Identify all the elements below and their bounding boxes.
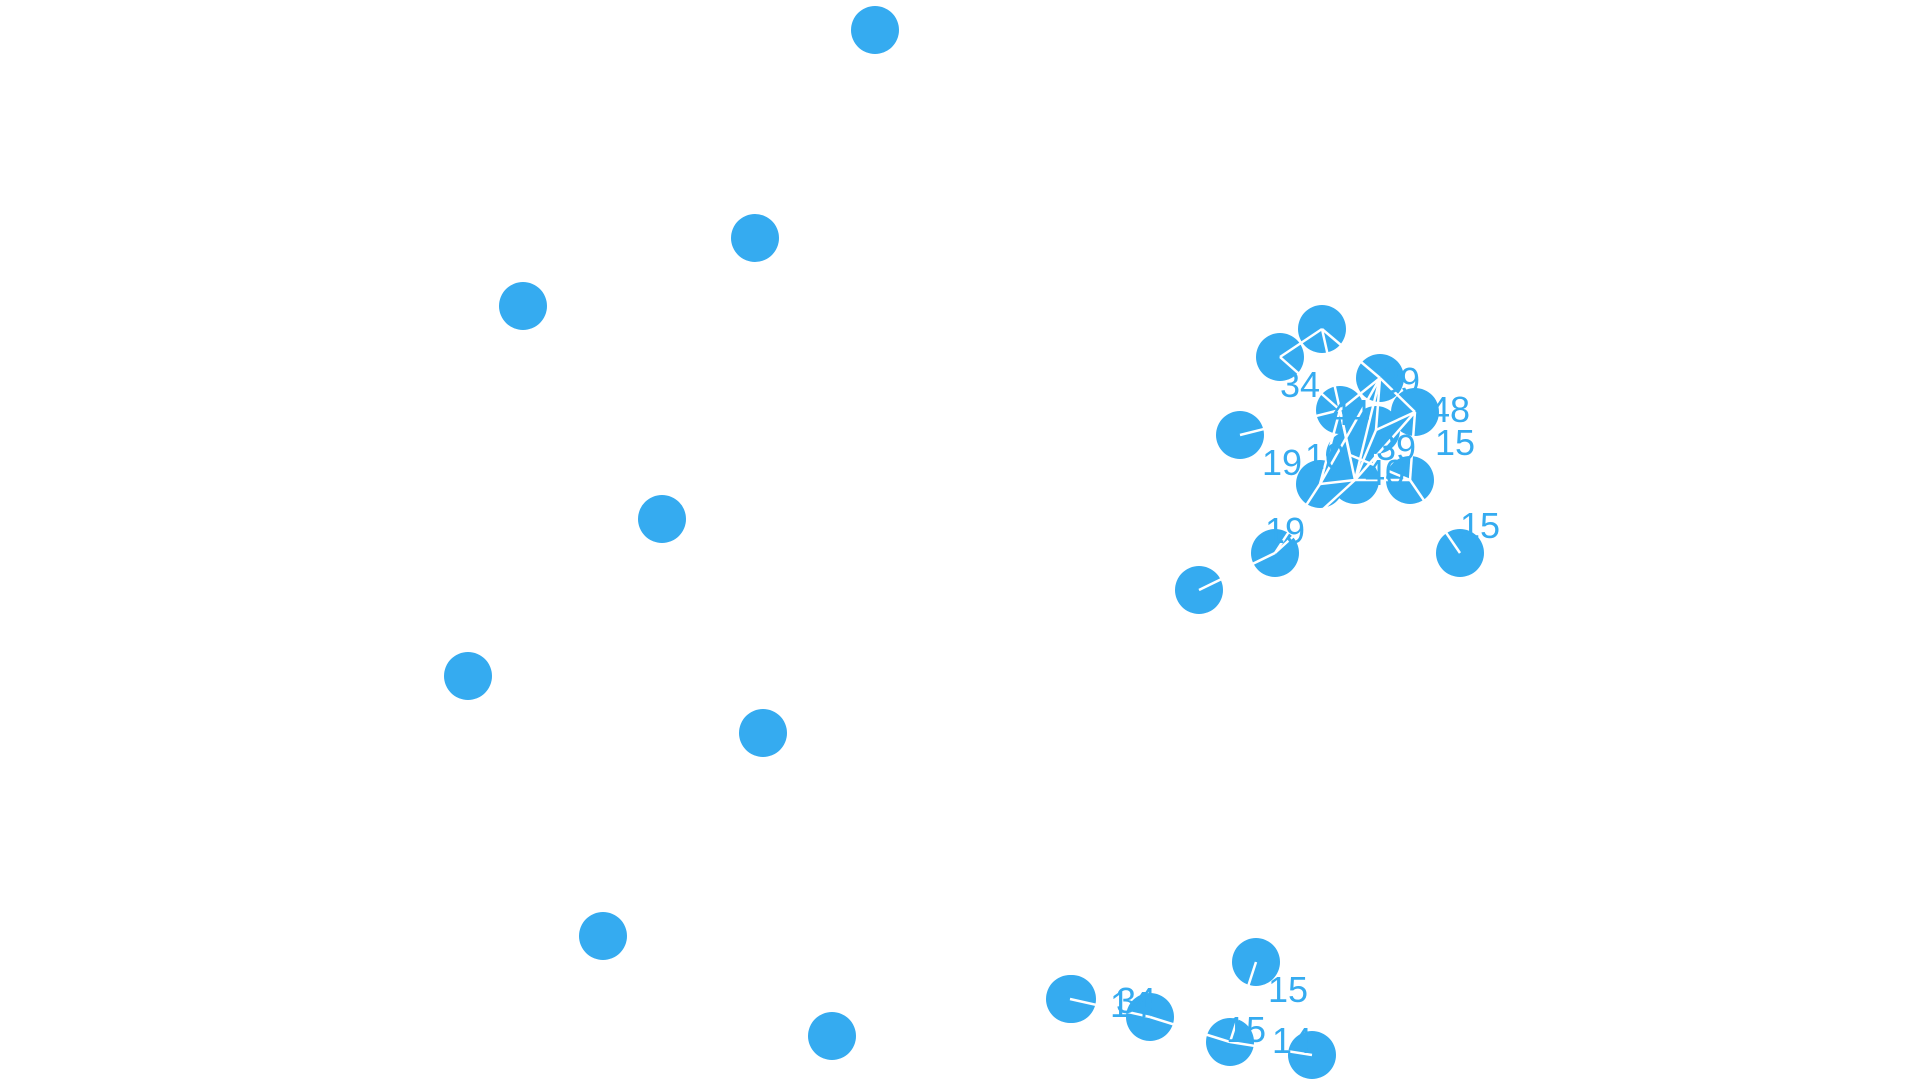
bottom-cluster-edge [1069, 997, 1151, 1019]
isolated-node[interactable] [638, 495, 686, 543]
bottom-cluster-node-label: 15 [1268, 969, 1308, 1010]
cluster-edge [1321, 328, 1381, 379]
cluster-edge [1374, 377, 1382, 431]
cluster-edge [1353, 429, 1378, 481]
cluster-node-label: 44 [1330, 392, 1370, 433]
bottom-cluster-node-label: 15 [1226, 1009, 1266, 1050]
cluster-edge [1354, 411, 1416, 481]
cluster-edge [1239, 408, 1341, 437]
cluster-edge [1408, 411, 1417, 481]
cluster-node-label: 48 [1430, 389, 1470, 430]
bottom-cluster-node-label: 14 [1272, 1020, 1312, 1061]
cluster-edge [1349, 453, 1411, 482]
isolated-node[interactable] [579, 912, 627, 960]
cluster-edge [1379, 377, 1416, 413]
cluster-edge [1279, 356, 1341, 411]
cluster-edge [1339, 377, 1381, 411]
isolated-node[interactable] [851, 6, 899, 54]
bottom-cluster-node-label: 14 [1110, 984, 1150, 1025]
cluster-edge [1319, 478, 1356, 486]
bottom-cluster-edge [1228, 961, 1258, 1043]
cluster-node-label: 19 [1265, 510, 1305, 551]
cluster-node-label: 40 [1365, 452, 1405, 493]
graph-nodes [444, 6, 1484, 1079]
cluster-node-label: 39 [1380, 360, 1420, 401]
isolated-node[interactable] [499, 282, 547, 330]
cluster-edge [1408, 479, 1462, 554]
cluster-edge [1353, 377, 1382, 481]
isolated-node[interactable] [808, 1012, 856, 1060]
bottom-cluster-edge [1149, 1015, 1231, 1044]
bottom-cluster-node-label: 34 [1116, 980, 1156, 1021]
cluster-node-label: 15 [1460, 505, 1500, 546]
cluster-node-label: 39 [1376, 427, 1416, 468]
cluster-node-label: 19 [1262, 442, 1302, 483]
cluster-edge [1198, 551, 1276, 592]
cluster-node-label: 10 [1305, 436, 1345, 477]
cluster-edge [1338, 409, 1352, 456]
cluster-edge [1318, 409, 1342, 485]
bottom-cluster-edge [1229, 1040, 1313, 1057]
cluster-node-label: 15 [1435, 422, 1475, 463]
cluster-edge [1273, 483, 1322, 554]
cluster-edge [1318, 377, 1382, 485]
cluster-edge [1279, 327, 1323, 359]
graph-edges [1069, 327, 1462, 1057]
cluster-node-label: 34 [1280, 364, 1320, 405]
cluster-edge [1320, 328, 1342, 411]
isolated-node[interactable] [739, 709, 787, 757]
isolated-node[interactable] [731, 214, 779, 262]
cluster-edge [1375, 410, 1416, 432]
isolated-node[interactable] [444, 652, 492, 700]
cluster-edge [1274, 479, 1356, 554]
